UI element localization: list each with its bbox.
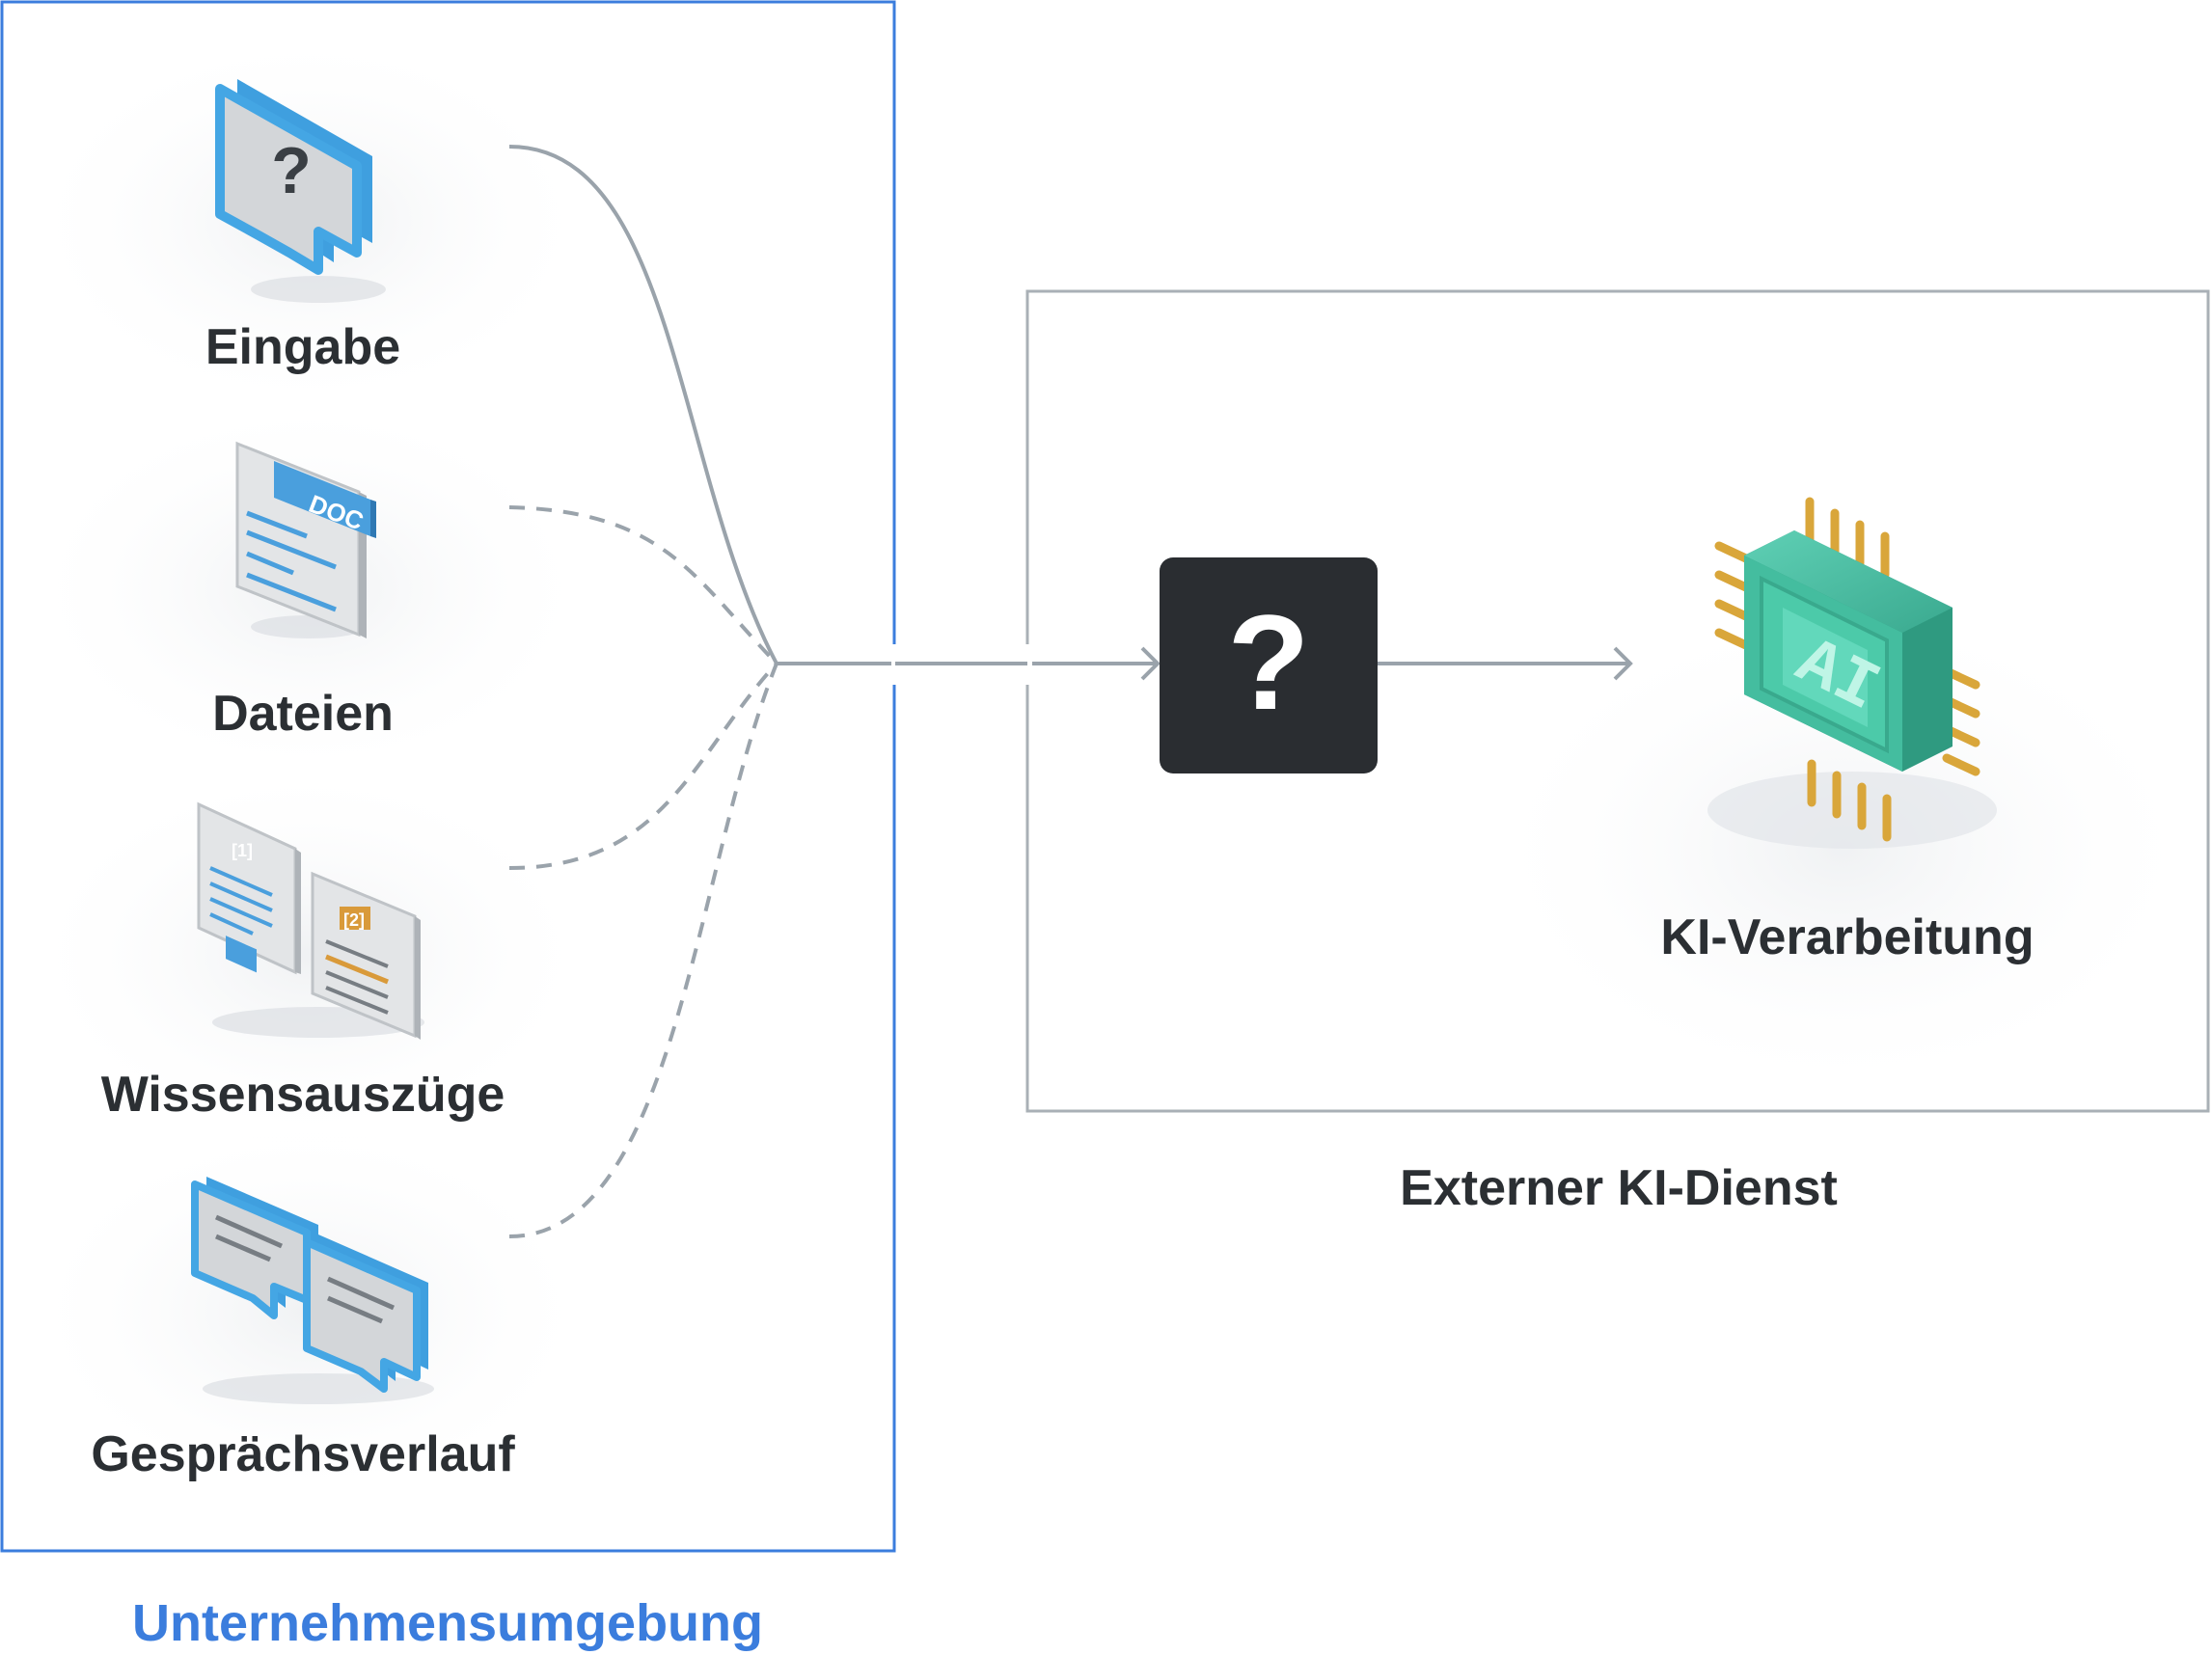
enterprise-title: Unternehmensumgebung xyxy=(131,1594,764,1652)
knowledge-docs-icon: [1] [2] xyxy=(197,801,424,1040)
unknown-box-symbol: ? xyxy=(1227,586,1310,738)
question-bubble-icon: ? xyxy=(215,79,386,303)
svg-text:[1]: [1] xyxy=(232,841,253,860)
glow-chip xyxy=(1476,598,2209,1099)
connector-eingabe xyxy=(508,145,778,665)
svg-text:[2]: [2] xyxy=(343,910,365,930)
glow-wissen xyxy=(19,762,598,1148)
arrowhead-chip xyxy=(1613,646,1633,681)
ai-chip-icon: AI xyxy=(1707,497,1997,849)
svg-text:?: ? xyxy=(271,134,312,207)
unknown-box xyxy=(1160,557,1378,773)
arrowhead-box xyxy=(1140,646,1161,681)
external-service-frame xyxy=(1025,289,2210,1113)
chat-history-icon xyxy=(191,1177,434,1404)
label-gespraechsverlauf: Gesprächsverlauf xyxy=(91,1426,515,1482)
doc-file-icon: DOC xyxy=(235,441,376,638)
label-wissensauszuege: Wissensauszüge xyxy=(100,1067,505,1123)
external-service-title: Externer KI-Dienst xyxy=(1400,1160,1838,1216)
connector-dateien xyxy=(508,505,778,665)
connector-wissensauszuege xyxy=(508,662,778,870)
enterprise-frame xyxy=(0,0,896,1553)
label-dateien: Dateien xyxy=(212,686,394,742)
label-ki-verarbeitung: KI-Verarbeitung xyxy=(1660,909,2034,965)
label-eingabe: Eingabe xyxy=(205,319,401,375)
connector-gespraechsverlauf xyxy=(508,663,778,1238)
